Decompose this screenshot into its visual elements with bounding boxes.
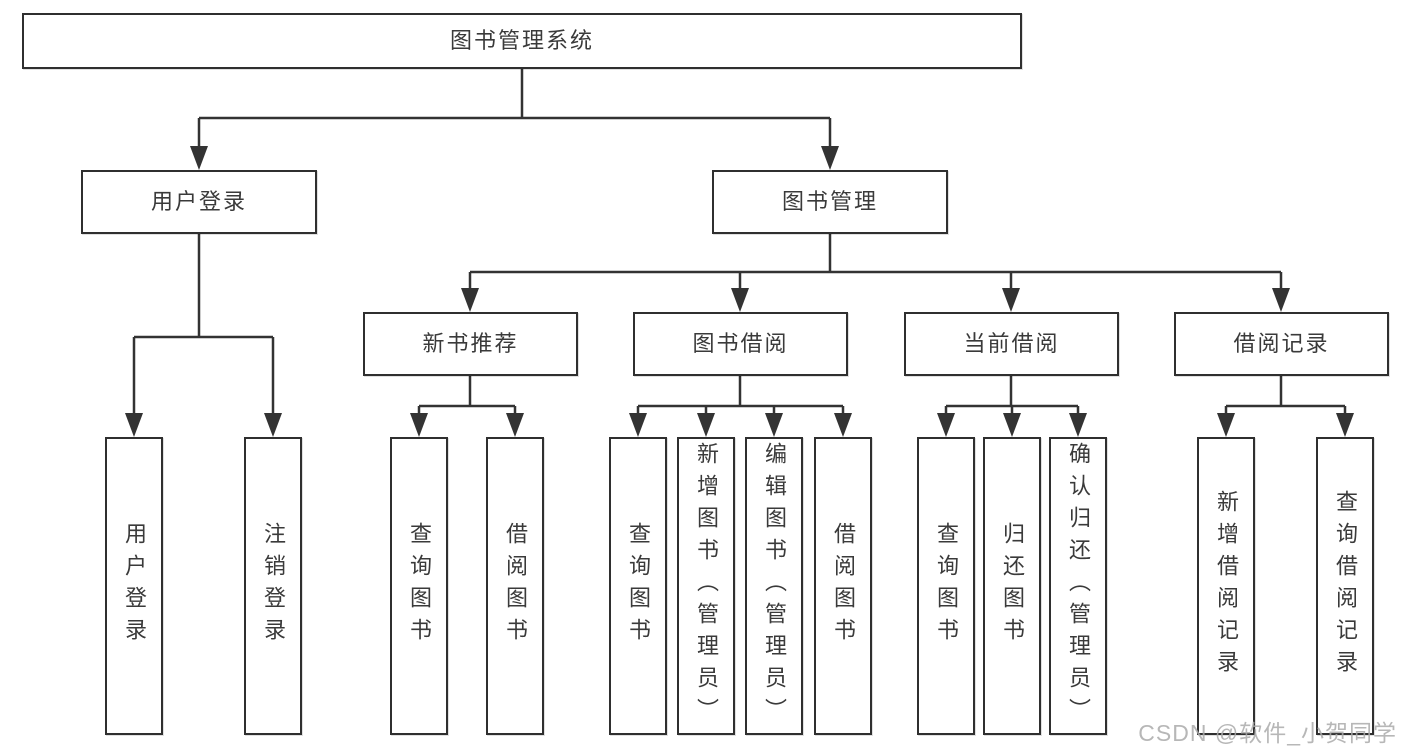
node-user-login: 用户登录 [81, 170, 317, 234]
arrowhead-icons [125, 146, 1354, 437]
leaf-query-borrow-record: 查询借阅记录 [1316, 437, 1374, 735]
leaf-borrow-books-label: 借阅图书 [831, 522, 856, 650]
connector-shafts [132, 69, 1347, 415]
leaf-query-books-current: 查询图书 [917, 437, 975, 735]
node-book-borrow-label: 图书借阅 [692, 331, 789, 356]
leaf-return-book: 归还图书 [983, 437, 1041, 735]
node-borrow-records: 借阅记录 [1174, 312, 1389, 376]
leaf-borrow-books: 借阅图书 [814, 437, 872, 735]
leaf-query-books-current-label: 查询图书 [934, 522, 959, 650]
node-new-book-recommend-label: 新书推荐 [422, 331, 519, 356]
leaf-return-book-label: 归还图书 [1000, 522, 1025, 650]
node-book-management-label: 图书管理 [781, 189, 878, 214]
node-borrow-records-label: 借阅记录 [1233, 331, 1330, 356]
node-root-system-label: 图书管理系统 [449, 28, 594, 53]
leaf-borrow-books-recommend: 借阅图书 [486, 437, 544, 735]
leaf-edit-book-admin-label: 编辑图书（管理员） [762, 442, 787, 730]
node-current-borrow: 当前借阅 [904, 312, 1119, 376]
leaf-edit-book-admin: 编辑图书（管理员） [745, 437, 803, 735]
leaf-query-books-recommend-label: 查询图书 [407, 522, 432, 650]
leaf-confirm-return-admin: 确认归还（管理员） [1049, 437, 1107, 735]
leaf-query-books-borrow: 查询图书 [609, 437, 667, 735]
leaf-add-book-admin-label: 新增图书（管理员） [694, 442, 719, 730]
leaf-user-login-label: 用户登录 [122, 522, 147, 650]
leaf-query-books-recommend: 查询图书 [390, 437, 448, 735]
node-book-management: 图书管理 [712, 170, 948, 234]
leaf-add-book-admin: 新增图书（管理员） [677, 437, 735, 735]
node-current-borrow-label: 当前借阅 [963, 331, 1060, 356]
leaf-add-borrow-record: 新增借阅记录 [1197, 437, 1255, 735]
leaf-user-login: 用户登录 [105, 437, 163, 735]
leaf-query-borrow-record-label: 查询借阅记录 [1333, 490, 1358, 682]
node-user-login-label: 用户登录 [150, 189, 247, 214]
node-root-system: 图书管理系统 [22, 13, 1022, 69]
watermark: CSDN @软件_小贺同学 [1138, 720, 1397, 746]
leaf-borrow-books-recommend-label: 借阅图书 [503, 522, 528, 650]
leaf-confirm-return-admin-label: 确认归还（管理员） [1066, 442, 1091, 730]
leaf-add-borrow-record-label: 新增借阅记录 [1214, 490, 1239, 682]
node-book-borrow: 图书借阅 [633, 312, 848, 376]
leaf-logout-label: 注销登录 [261, 522, 286, 650]
leaf-query-books-borrow-label: 查询图书 [626, 522, 651, 650]
node-new-book-recommend: 新书推荐 [363, 312, 578, 376]
leaf-logout: 注销登录 [244, 437, 302, 735]
